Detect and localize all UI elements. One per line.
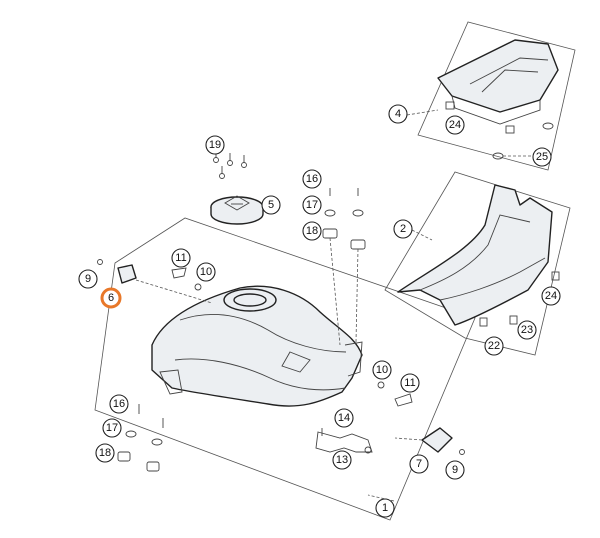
- svg-text:17: 17: [106, 422, 118, 434]
- passenger-seat: [437, 39, 559, 134]
- svg-text:10: 10: [376, 364, 388, 376]
- callout-11-top[interactable]: 11: [171, 248, 191, 268]
- callout-5[interactable]: 5: [261, 195, 281, 215]
- fuel-tank-group-frame: [94, 217, 476, 521]
- tank-bracket: [97, 259, 213, 304]
- svg-text:22: 22: [488, 340, 500, 352]
- callout-9-left[interactable]: 9: [78, 269, 98, 289]
- callout-leaders: [367, 109, 439, 502]
- callout-6-selected[interactable]: 6: [100, 287, 122, 309]
- callout-13[interactable]: 13: [332, 450, 352, 470]
- svg-text:9: 9: [452, 464, 458, 476]
- mounting-stack-lower: [117, 404, 164, 472]
- svg-text:16: 16: [306, 173, 318, 185]
- callout-11-right[interactable]: 11: [400, 373, 420, 393]
- svg-text:17: 17: [306, 199, 318, 211]
- svg-text:11: 11: [175, 252, 186, 264]
- callout-22[interactable]: 22: [484, 336, 504, 356]
- callout-25[interactable]: 25: [532, 147, 552, 167]
- callout-17-upper[interactable]: 17: [302, 195, 322, 215]
- svg-text:6: 6: [108, 292, 114, 304]
- svg-text:14: 14: [338, 412, 350, 424]
- callout-18-lower[interactable]: 18: [95, 443, 115, 463]
- mounting-stack-upper: [322, 188, 366, 346]
- svg-text:9: 9: [85, 273, 91, 285]
- svg-text:13: 13: [336, 454, 348, 466]
- svg-text:4: 4: [395, 108, 401, 120]
- fuel-cap-screws: [213, 150, 247, 179]
- callout-10-right[interactable]: 10: [372, 360, 392, 380]
- svg-text:1: 1: [382, 502, 388, 514]
- svg-text:10: 10: [200, 266, 212, 278]
- callout-16-lower[interactable]: 16: [109, 394, 129, 414]
- callout-9-right[interactable]: 9: [445, 460, 465, 480]
- svg-text:18: 18: [306, 225, 318, 237]
- svg-text:16: 16: [113, 398, 125, 410]
- clip-top: [171, 267, 202, 291]
- svg-text:18: 18: [99, 447, 111, 459]
- callout-17-lower[interactable]: 17: [102, 418, 122, 438]
- callout-24-passenger[interactable]: 24: [445, 115, 465, 135]
- callout-2[interactable]: 2: [393, 219, 413, 239]
- callout-24-rider[interactable]: 24: [541, 286, 561, 306]
- svg-text:11: 11: [404, 377, 415, 389]
- callout-4[interactable]: 4: [388, 104, 408, 124]
- fuel-tank: [151, 285, 363, 407]
- svg-text:7: 7: [416, 458, 422, 470]
- rider-seat-group-frame: [384, 171, 571, 356]
- fuel-cap: [210, 195, 264, 225]
- rider-seat: [397, 184, 560, 327]
- fuel-line-connector: [315, 428, 373, 454]
- callout-18-upper[interactable]: 18: [302, 221, 322, 241]
- svg-text:5: 5: [268, 199, 274, 211]
- svg-text:2: 2: [400, 223, 406, 235]
- callout-7[interactable]: 7: [409, 454, 429, 474]
- callout-10-top[interactable]: 10: [196, 262, 216, 282]
- svg-text:24: 24: [545, 290, 557, 302]
- clip-right: [377, 381, 413, 407]
- callout-1[interactable]: 1: [375, 498, 395, 518]
- callout-19[interactable]: 19: [205, 135, 225, 155]
- callout-16-upper[interactable]: 16: [302, 169, 322, 189]
- callout-14[interactable]: 14: [334, 408, 354, 428]
- svg-text:23: 23: [521, 324, 533, 336]
- callout-23[interactable]: 23: [517, 320, 537, 340]
- svg-text:24: 24: [449, 119, 461, 131]
- svg-text:19: 19: [209, 139, 221, 151]
- rear-bracket: [394, 427, 465, 455]
- svg-text:25: 25: [536, 151, 548, 163]
- passenger-seat-group-frame: [417, 21, 576, 171]
- passenger-seat-fasteners: [492, 122, 554, 160]
